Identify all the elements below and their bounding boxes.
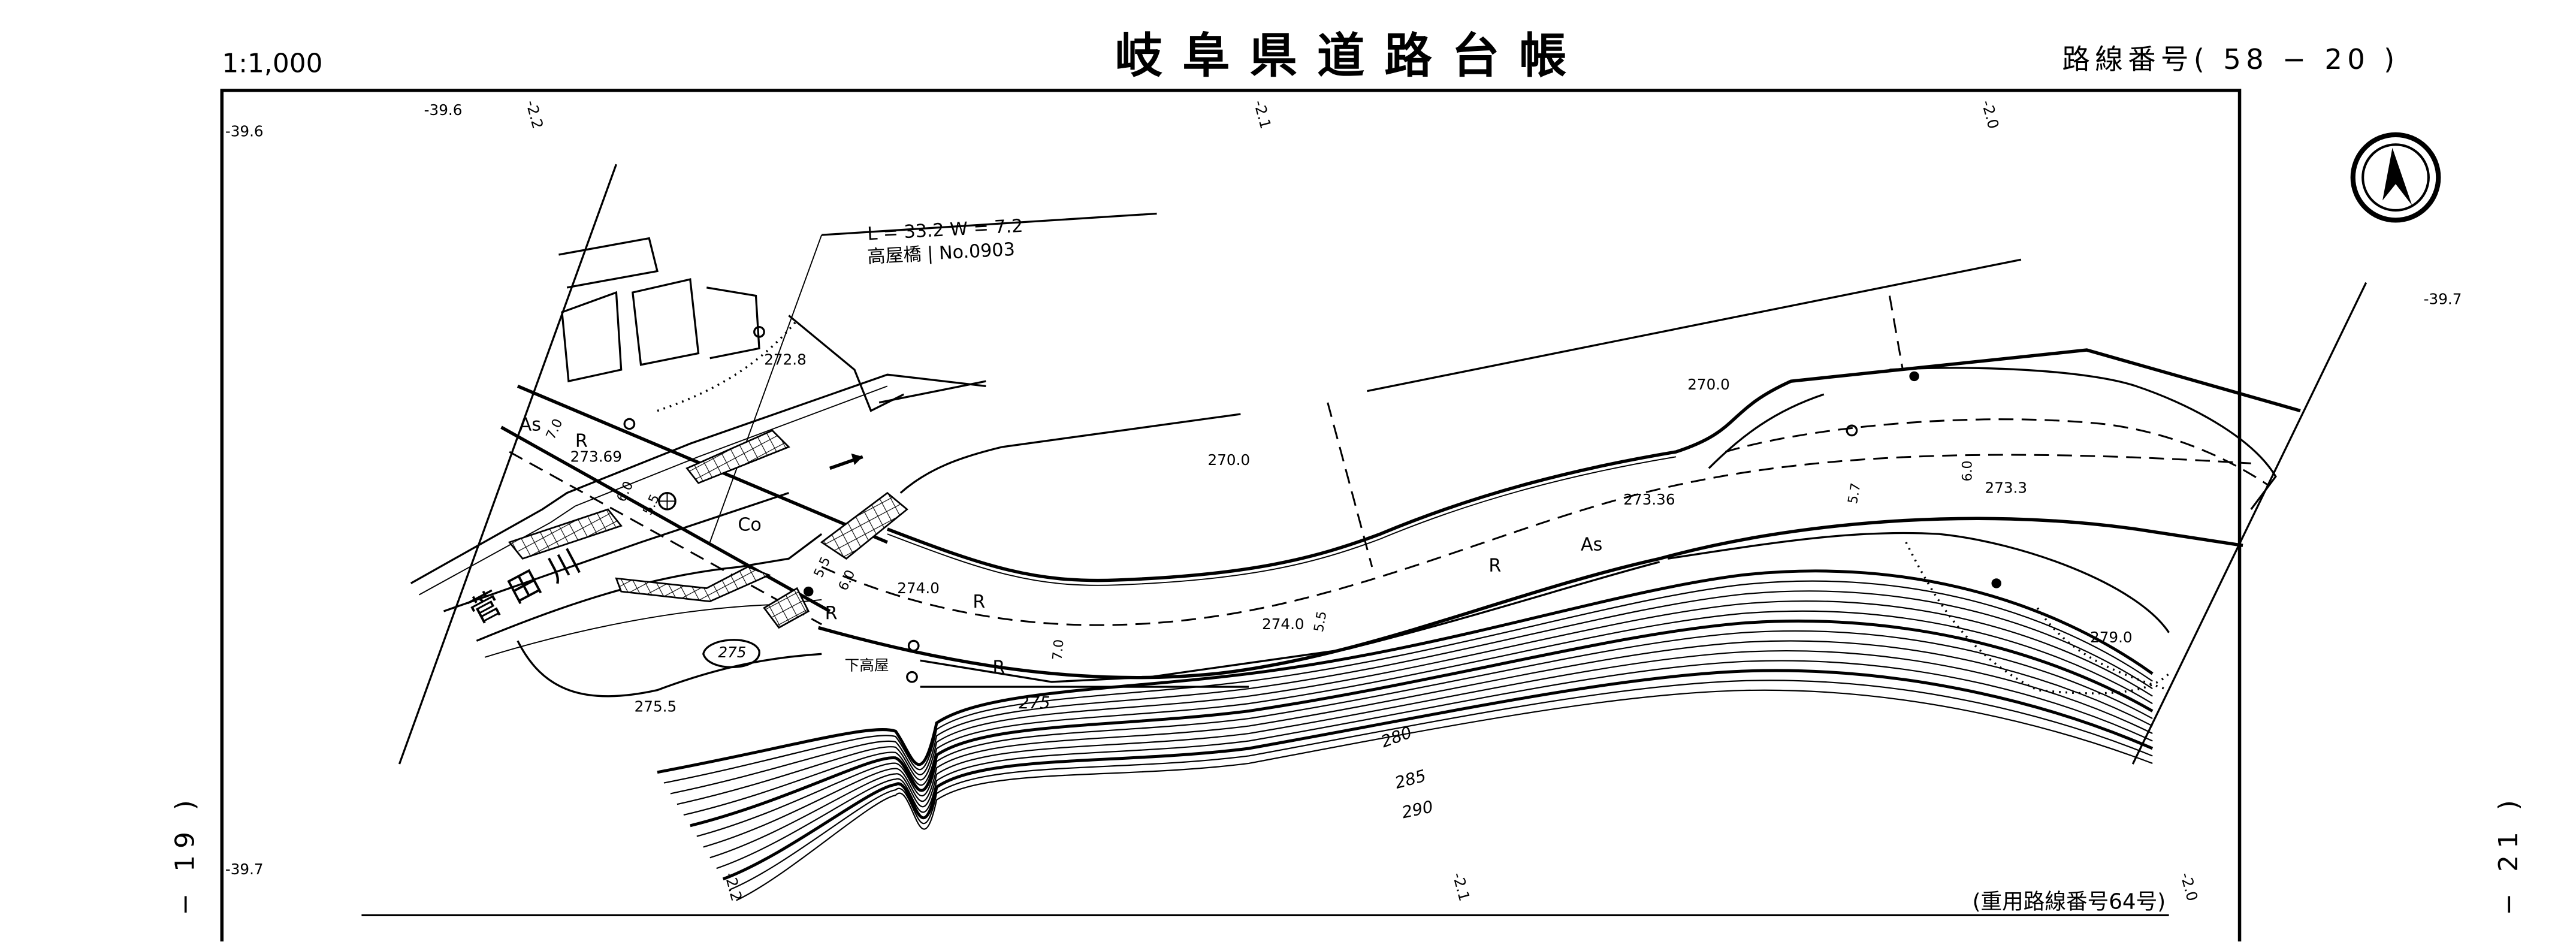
- spot-height: 275: [718, 644, 746, 661]
- contour-label: 290: [1400, 798, 1435, 822]
- surface-co: Co: [738, 515, 762, 536]
- contour-line: [683, 610, 2153, 816]
- scale-label: 1:1,000: [222, 49, 322, 79]
- sheet-boundary-left: [398, 164, 617, 765]
- sheet-boundary-right: [2131, 282, 2367, 765]
- surface-as: As: [520, 414, 541, 435]
- village-label: 下高屋: [845, 657, 889, 674]
- road-width: 7.0: [543, 416, 566, 442]
- cut-slope: [1889, 367, 2277, 511]
- fence: [2036, 607, 2170, 692]
- surface-as: As: [1581, 535, 1602, 555]
- spot-height: 275.5: [635, 698, 677, 715]
- grid-label: -2.1: [1449, 871, 1473, 903]
- surface-r: R: [575, 431, 588, 452]
- fence: [657, 319, 798, 412]
- grid-labels: -39.6 -39.6 -2.2 -2.1 -2.0 -39.7 -39.7 -…: [225, 98, 2462, 903]
- road-width: 5.5: [1312, 610, 1330, 633]
- contour-line: [722, 669, 2154, 881]
- grid-label: -2.2: [523, 98, 546, 131]
- grid-label: -39.6: [225, 123, 264, 140]
- grid-label: -39.7: [2424, 290, 2462, 307]
- road-width: 7.0: [1050, 639, 1067, 661]
- prefectural-road: [817, 258, 2301, 695]
- contour-label: 280: [1379, 723, 1415, 751]
- road-width: 5.5: [641, 492, 663, 517]
- contour-knoll: [702, 639, 760, 669]
- spot-height: 273.36: [1623, 491, 1675, 508]
- spot-height: 274.0: [897, 579, 940, 597]
- contour-line: [696, 630, 2153, 837]
- utility-poles: [623, 326, 2001, 683]
- cut-slope: [1708, 393, 1825, 469]
- grid-label: -39.6: [424, 101, 463, 119]
- surface-r: R: [973, 592, 985, 613]
- surface-r: R: [992, 657, 1005, 678]
- spot-heights: 272.8 270.0 270.0 273.69 273.36 273.3 27…: [570, 351, 2133, 715]
- spot-height: 270.0: [1208, 451, 1251, 469]
- contour-lines: [657, 569, 2154, 901]
- road-width: 5.7: [1846, 482, 1864, 505]
- road-width: 6.0: [1961, 461, 1976, 482]
- contour-line: [657, 569, 2154, 774]
- adjacent-sheet-left: − 19 ): [170, 793, 201, 915]
- contour-line: [716, 660, 2153, 869]
- contour-line: [736, 689, 2153, 901]
- surface-labels: As As Co R R R R R: [520, 414, 1603, 678]
- grid-label: -2.0: [2177, 871, 2201, 903]
- contour-line: [677, 600, 2153, 805]
- spot-height: 272.8: [764, 351, 807, 369]
- surface-r: R: [825, 603, 838, 624]
- match-line: [1327, 402, 1373, 567]
- surface-r: R: [1488, 555, 1501, 576]
- contour-line: [703, 640, 2153, 848]
- north-arrow-icon: [2350, 132, 2441, 223]
- contour-275-west: [517, 640, 822, 698]
- grid-label: -2.0: [1978, 98, 2002, 131]
- spot-height: 273.69: [570, 448, 622, 466]
- route-number: 路線番号( 58 − 20 ): [2062, 43, 2399, 76]
- grid-label: -2.1: [1251, 98, 1275, 131]
- spot-height: 274.0: [1262, 615, 1304, 633]
- spot-height: 270.0: [1687, 376, 1730, 393]
- spot-height: 279.0: [2090, 629, 2133, 646]
- page-title: 岐阜県道路台帳: [1115, 28, 1587, 84]
- contour-line: [709, 650, 2153, 859]
- revetments: [508, 429, 908, 629]
- road-width: 6.0: [836, 567, 858, 593]
- match-line: [1889, 295, 1904, 370]
- adjacent-sheet-right: − 21 ): [2493, 793, 2524, 915]
- contour-line: [663, 580, 2153, 784]
- flow-arrowhead-icon: [851, 453, 863, 465]
- contour-label: 285: [1393, 766, 1429, 792]
- map-frame: [220, 89, 2242, 942]
- road-width: 5.5: [811, 555, 833, 580]
- footer-note: (重用路線番号64号): [1973, 889, 2166, 914]
- embankment: [788, 315, 905, 412]
- contour-line: [729, 680, 2153, 890]
- spot-height: 273.3: [1985, 479, 2028, 497]
- contour-label: 275: [1019, 694, 1050, 712]
- grid-label: -39.7: [225, 861, 264, 878]
- contour-line: [690, 619, 2154, 828]
- buildings: [558, 237, 760, 383]
- contour-line: [670, 590, 2153, 795]
